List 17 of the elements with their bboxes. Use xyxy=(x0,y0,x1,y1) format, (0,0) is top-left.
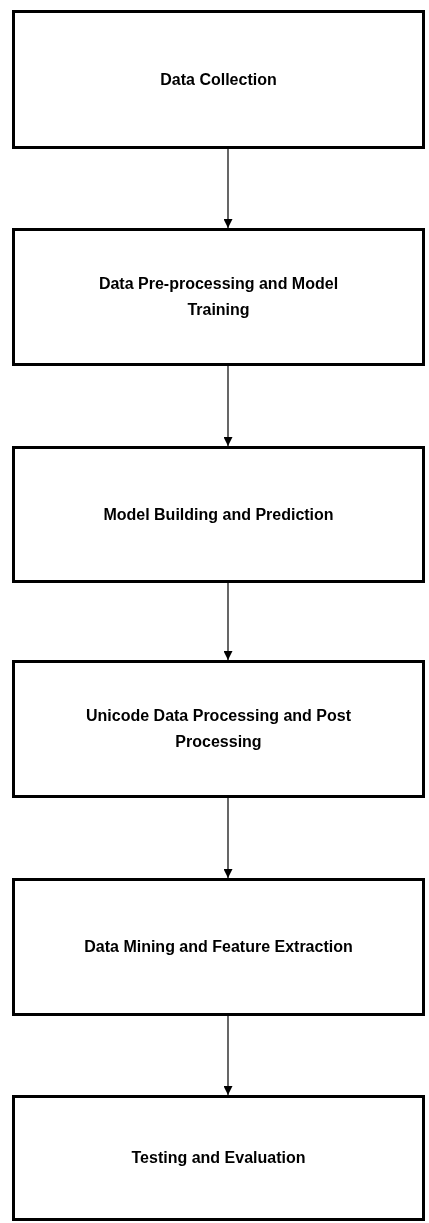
arrow xyxy=(223,365,233,447)
box-label: Data Collection xyxy=(160,69,277,90)
process-box xyxy=(12,878,425,1016)
process-box xyxy=(12,10,425,149)
process-box xyxy=(12,1095,425,1221)
process-box xyxy=(12,228,425,366)
arrow xyxy=(223,797,233,879)
box-label: Unicode Data Processing and Post Processing xyxy=(85,706,352,752)
box-label: Testing and Evaluation xyxy=(131,1148,306,1169)
arrow xyxy=(223,148,233,229)
process-box xyxy=(12,446,425,583)
box-label: Data Pre-processing and Model Training xyxy=(97,274,340,320)
arrow xyxy=(223,1015,233,1096)
arrow xyxy=(223,582,233,661)
process-box xyxy=(12,660,425,798)
box-label: Data Mining and Feature Extraction xyxy=(84,937,353,958)
box-label: Model Building and Prediction xyxy=(103,504,334,525)
